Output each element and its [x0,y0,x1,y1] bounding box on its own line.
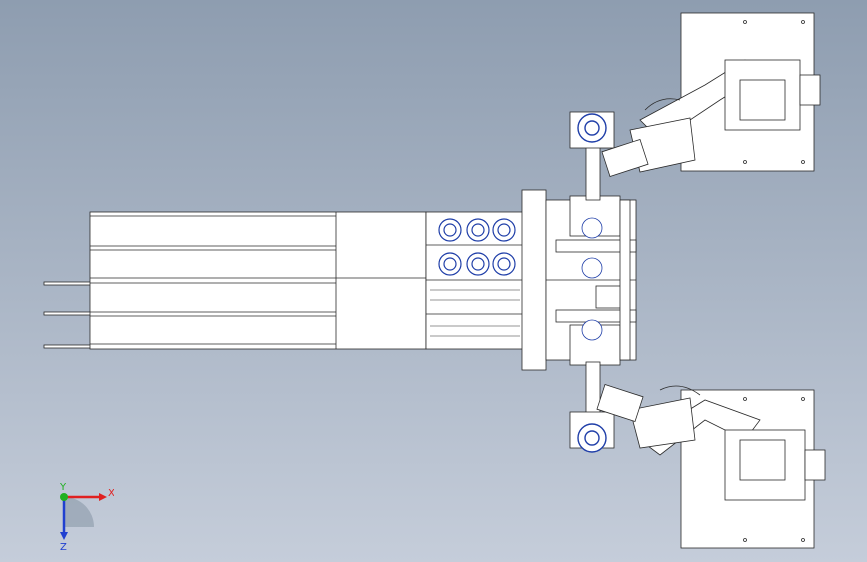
spindle-bearings [577,113,607,453]
processing-station [521,189,637,371]
conveyor-frame [89,211,427,350]
z-axis-label: Z [60,542,67,552]
y-axis-dot [60,493,68,501]
orientation-triad: X Y Z [59,482,114,552]
y-axis-label: Y [59,482,67,493]
x-axis-label: X [108,488,114,499]
wheel-set-upper [438,218,516,242]
robot-arm-upper [601,59,821,178]
robot-arm-lower [596,383,826,501]
x-axis-head [99,493,107,501]
z-axis-head [60,532,68,540]
wheel-set-lower [438,252,516,276]
conveyor-rails [43,281,95,349]
